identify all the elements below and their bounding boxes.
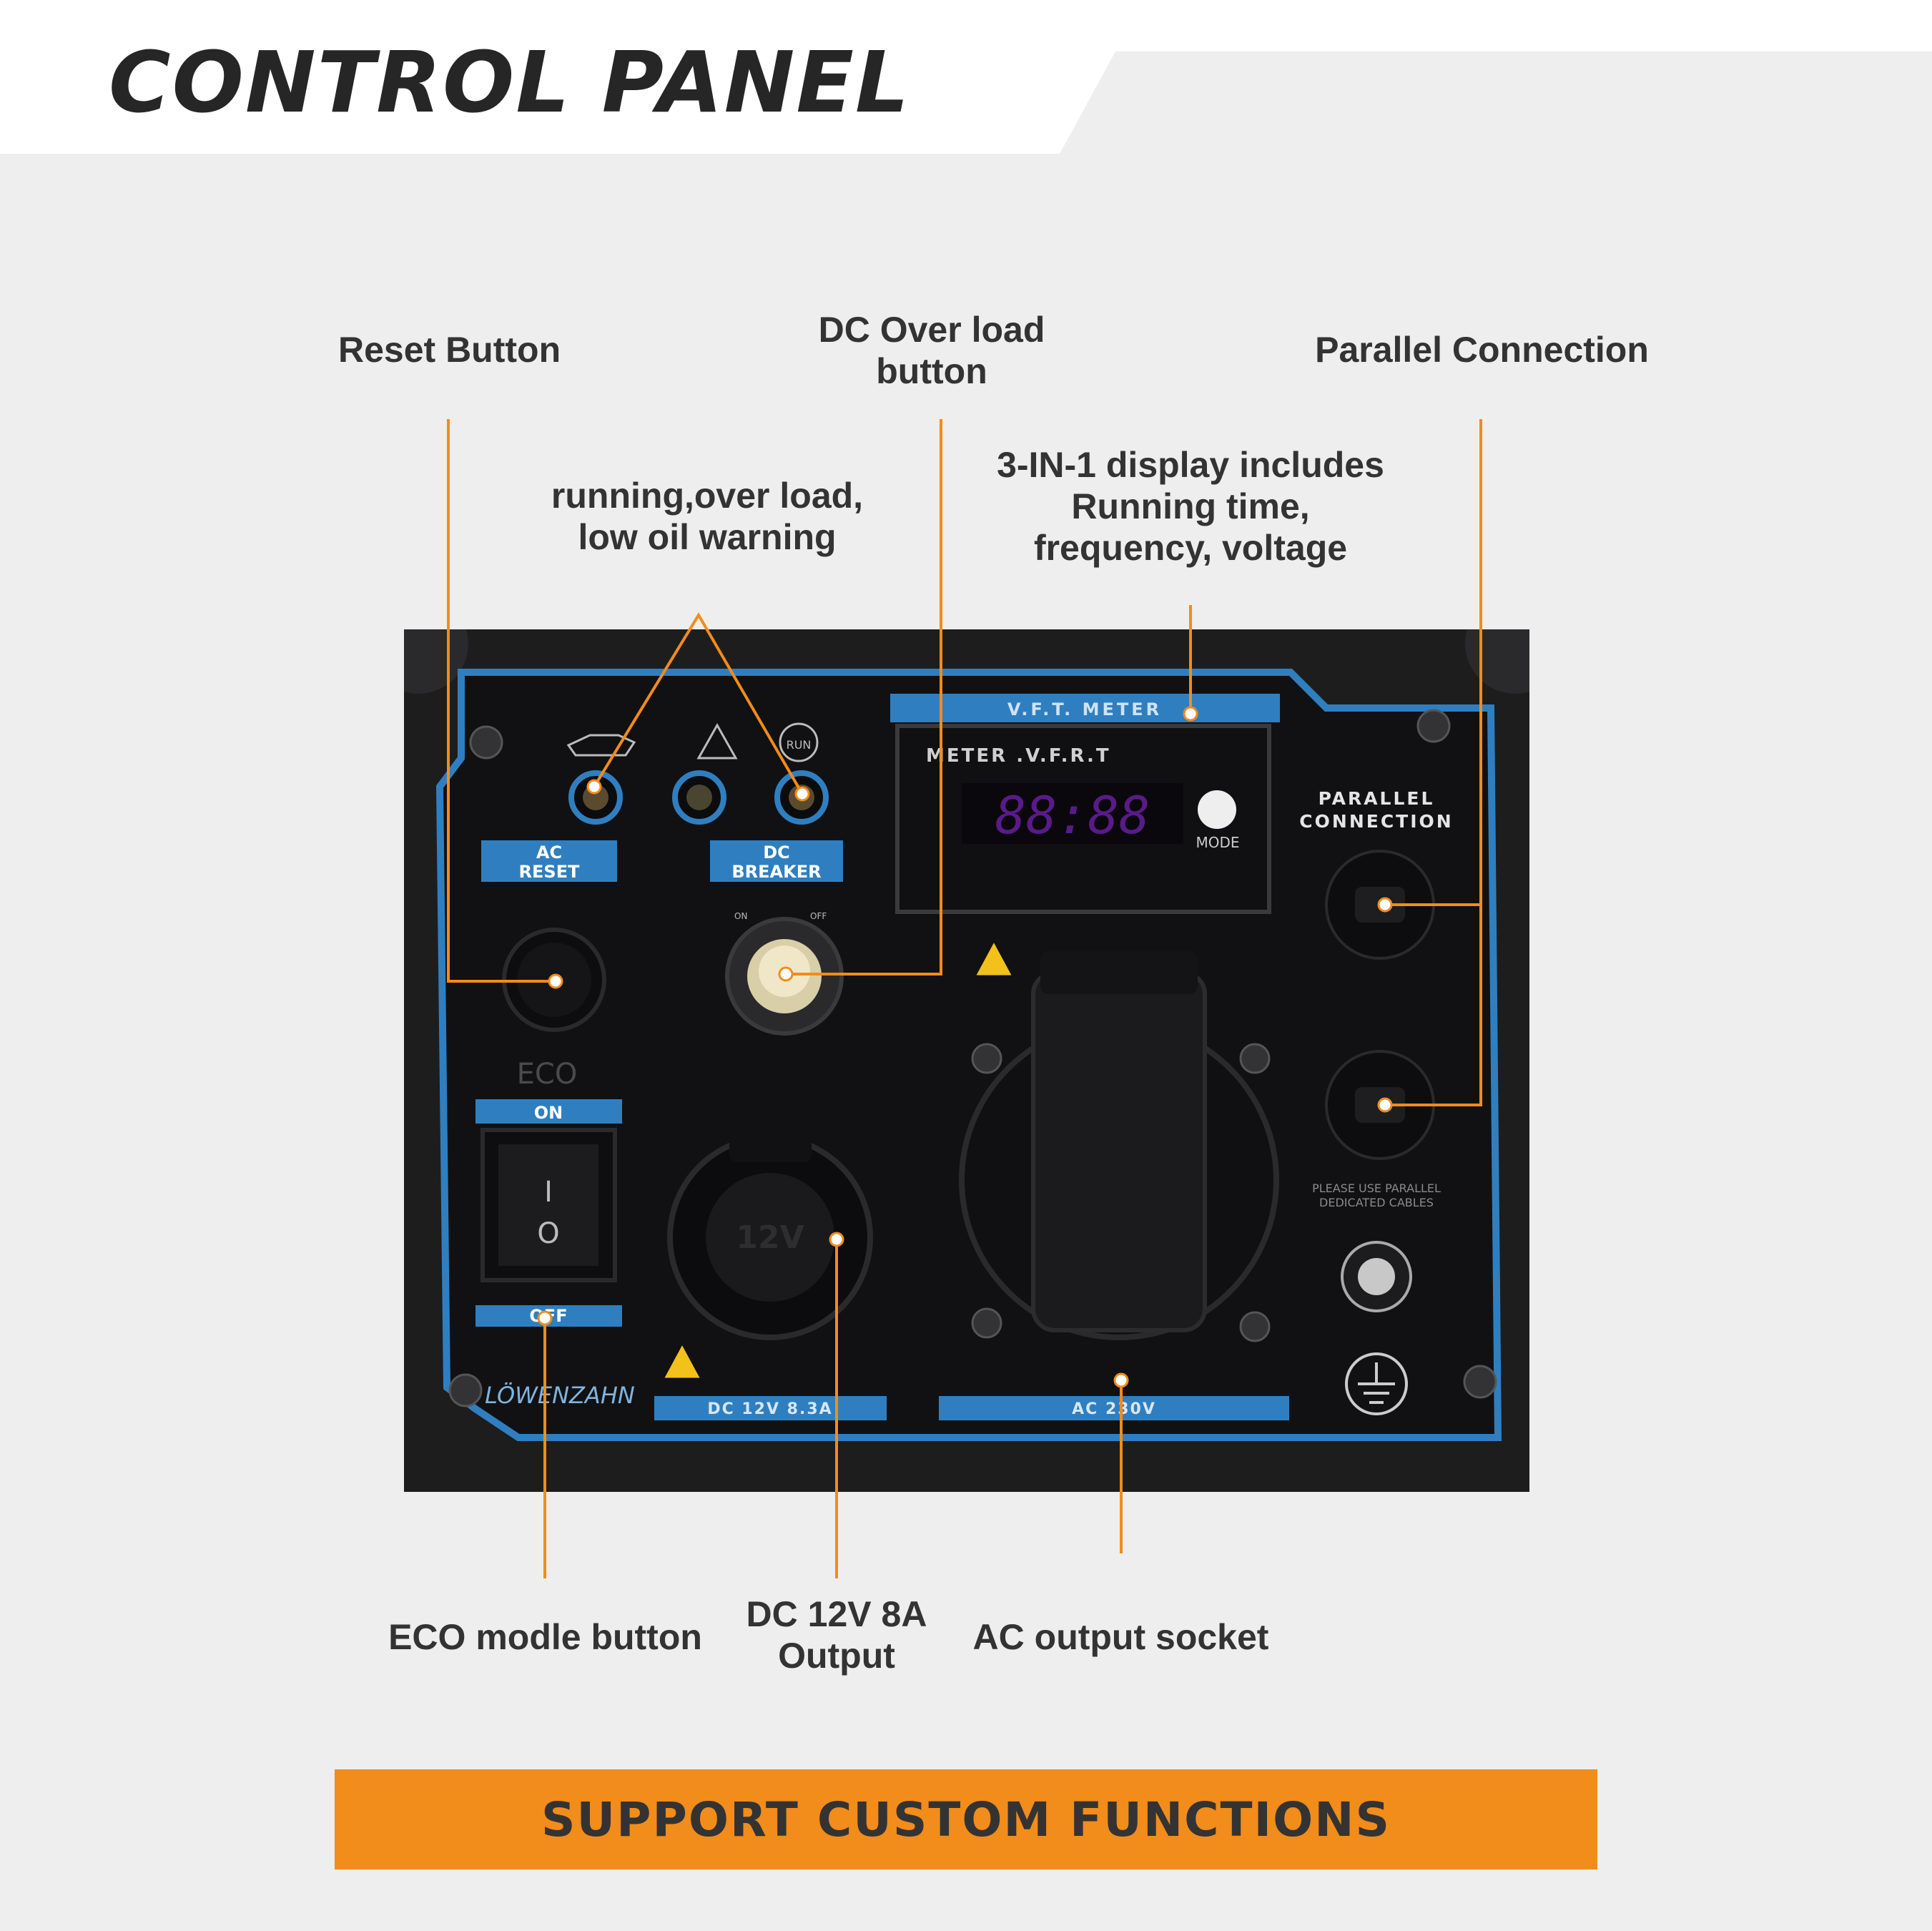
hazard-icon-1 bbox=[972, 938, 1015, 978]
label-warning-line1: running,over load, bbox=[551, 476, 864, 516]
breaker-on-text: ON bbox=[734, 911, 747, 921]
label-warning: running,over load, low oil warning bbox=[529, 475, 885, 558]
label-reset-button: Reset Button bbox=[338, 330, 561, 370]
ac-reset-label-2: RESET bbox=[519, 862, 581, 882]
vft-meter-label: V.F.T. METER bbox=[1007, 699, 1162, 719]
label-dc-overload: DC Over load button bbox=[792, 309, 1071, 392]
dc-breaker-label-2: BREAKER bbox=[731, 862, 821, 882]
meter-digits: 88:88 bbox=[995, 785, 1150, 845]
header-band bbox=[0, 0, 1932, 154]
mode-button bbox=[1198, 790, 1236, 829]
dc-socket-label: 12V bbox=[736, 1219, 804, 1256]
eco-text: ECO bbox=[517, 1058, 578, 1091]
label-display-line1: 3-IN-1 display includes bbox=[997, 445, 1384, 485]
mode-text: MODE bbox=[1196, 834, 1239, 851]
label-dc-overload-line2: button bbox=[876, 351, 987, 391]
label-display-line3: frequency, voltage bbox=[1033, 528, 1348, 568]
eco-on-label: ON bbox=[534, 1103, 563, 1123]
ground-icon bbox=[1345, 1352, 1408, 1415]
ac-reset-label-1: AC bbox=[536, 842, 562, 863]
indicator-leds bbox=[568, 770, 829, 825]
label-dc-output-line2: Output bbox=[778, 1636, 895, 1676]
parallel-note-2: DEDICATED CABLES bbox=[1319, 1196, 1434, 1209]
page-title: CONTROL PANEL bbox=[109, 33, 911, 132]
label-warning-line2: low oil warning bbox=[578, 517, 837, 557]
run-icon-label: RUN bbox=[787, 738, 812, 752]
footer-text: SUPPORT CUSTOM FUNCTIONS bbox=[541, 1792, 1391, 1847]
switch-off-mark: O bbox=[537, 1217, 559, 1250]
label-dc-output: DC 12V 8A Output bbox=[729, 1593, 944, 1676]
label-display: 3-IN-1 display includes Running time, fr… bbox=[980, 444, 1401, 569]
label-dc-overload-line1: DC Over load bbox=[818, 310, 1045, 350]
label-eco-button: ECO modle button bbox=[388, 1617, 702, 1657]
breaker-off-text: OFF bbox=[810, 911, 827, 921]
label-dc-output-line1: DC 12V 8A bbox=[746, 1594, 927, 1634]
brand-logo: LÖWENZAHN bbox=[485, 1382, 635, 1409]
label-ac-socket: AC output socket bbox=[972, 1617, 1269, 1657]
parallel-label-2: CONNECTION bbox=[1299, 811, 1453, 832]
label-display-line2: Running time, bbox=[1071, 486, 1310, 526]
hazard-icon-3 bbox=[661, 1340, 704, 1380]
ac-label: AC 230V bbox=[1072, 1400, 1156, 1418]
switch-on-mark: I bbox=[544, 1176, 553, 1209]
parallel-note-1: PLEASE USE PARALLEL bbox=[1312, 1181, 1441, 1195]
dc-breaker-label-1: DC bbox=[763, 842, 790, 863]
ac-socket-cover bbox=[1031, 971, 1207, 1332]
dc-label: DC 12V 8.3A bbox=[707, 1400, 832, 1418]
label-parallel-connection: Parallel Connection bbox=[1315, 330, 1649, 370]
eco-off-label: OFF bbox=[529, 1306, 567, 1326]
parallel-label-1: PARALLEL bbox=[1319, 788, 1435, 809]
control-panel-image: RUN AC RESET DC BREAKER ON OFF V.F.T. ME… bbox=[404, 629, 1529, 1492]
footer-banner: SUPPORT CUSTOM FUNCTIONS bbox=[335, 1769, 1597, 1869]
meter-label: METER .V.F.R.T bbox=[926, 745, 1111, 767]
